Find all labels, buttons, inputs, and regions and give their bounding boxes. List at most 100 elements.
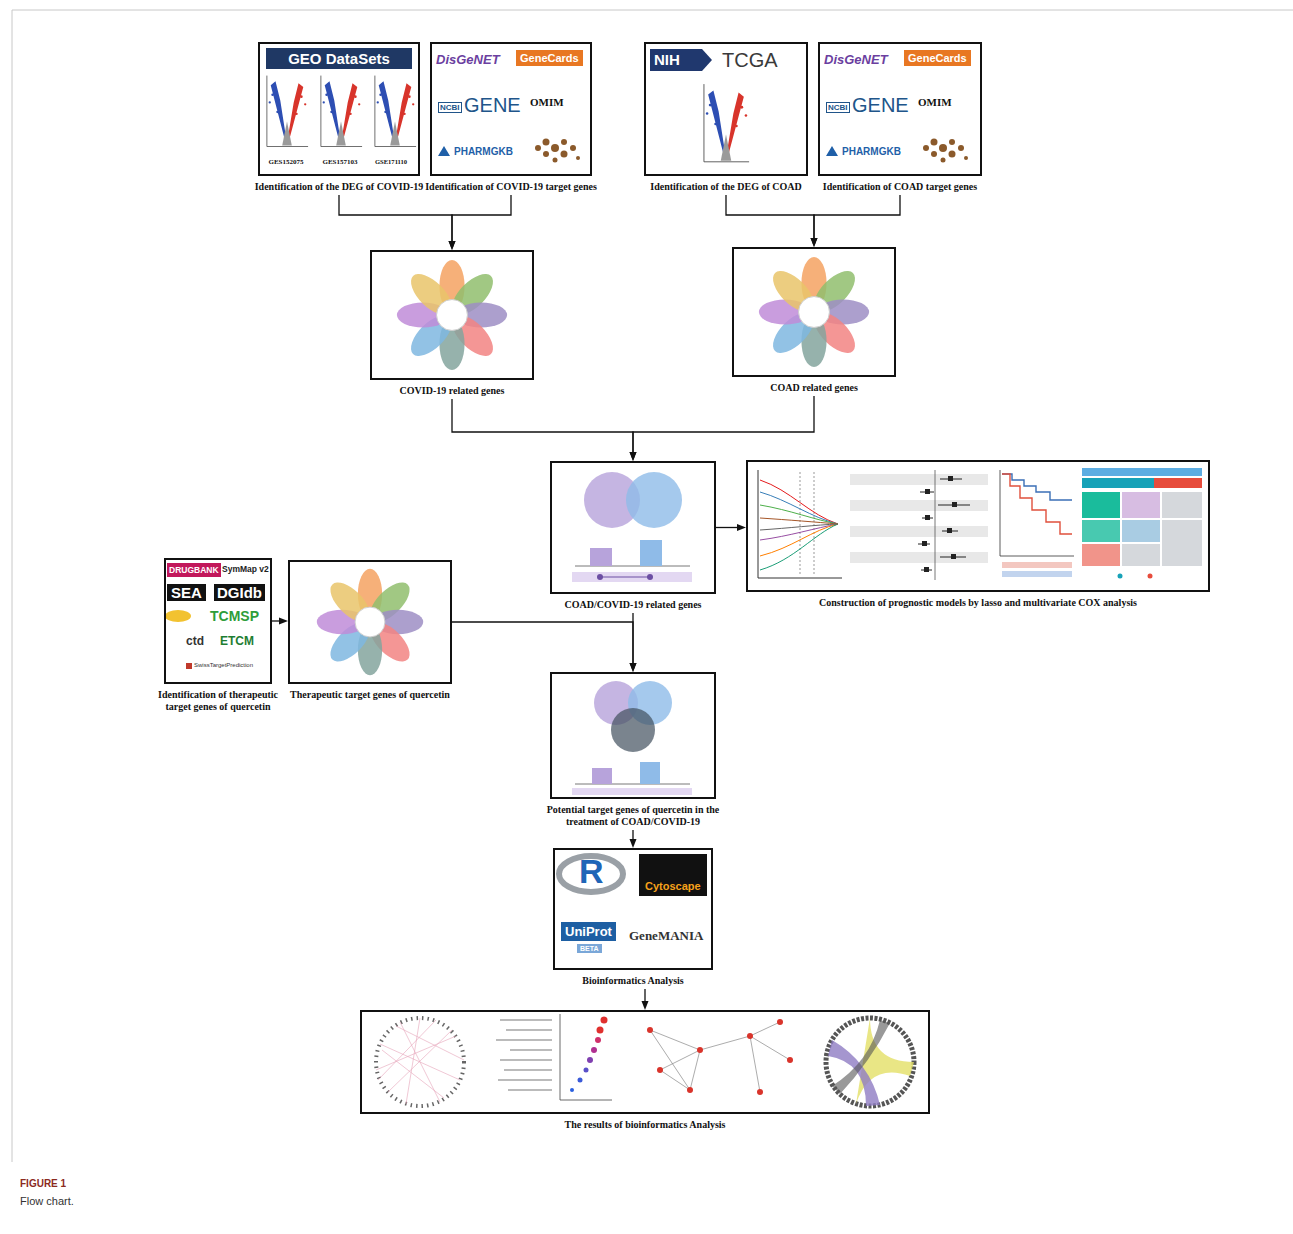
dot-plot <box>560 1100 612 1101</box>
logo-text: PHARMGKB <box>454 146 513 157</box>
dot-plot <box>496 1014 612 1100</box>
box-caption: Therapeutic target genes of quercetin <box>282 689 458 701</box>
ttd-logo-dots <box>923 145 929 151</box>
ttd-logo-dots <box>543 151 549 157</box>
arrow-head <box>630 839 637 848</box>
volcano-plot <box>321 76 362 147</box>
logo-text: GeneCards <box>904 50 971 66</box>
gene-network <box>750 1036 760 1092</box>
patient-table <box>1122 492 1160 518</box>
dataset-id: GSE171110 <box>365 158 417 165</box>
dot-plot <box>597 1027 604 1034</box>
survival-curve <box>1002 562 1072 568</box>
flow-box: Construction of prognostic models by las… <box>746 460 1210 611</box>
box-caption: Identification of the DEG of COAD <box>638 181 814 193</box>
logo-text: UniProt <box>561 922 616 941</box>
circle-network <box>396 1026 464 1060</box>
lasso-plot <box>760 505 838 524</box>
gene-network <box>647 1019 793 1095</box>
patient-table <box>1154 478 1202 488</box>
box-caption: Potential target genes of quercetin in t… <box>544 804 722 828</box>
venn-diagram <box>572 472 692 582</box>
page-rule <box>12 10 13 1162</box>
connector <box>339 195 456 250</box>
forest-plot <box>922 541 927 546</box>
venn-diagram-three <box>572 681 692 795</box>
venn-diagram-three <box>611 708 655 752</box>
logo-text: BETA <box>577 944 602 953</box>
dataset-id: GES157103 <box>314 158 366 166</box>
ttd-logo-dots <box>941 158 946 163</box>
ttd-logo-dots <box>931 151 937 157</box>
connector-line <box>814 195 900 239</box>
connector <box>726 195 818 247</box>
flow-box: COVID-19 related genes <box>370 250 534 399</box>
gene-network <box>700 1036 750 1050</box>
connector <box>630 830 637 848</box>
lasso-plot <box>758 470 842 578</box>
logo-text: GENE <box>464 94 521 117</box>
ttd-logo-dots <box>535 145 541 151</box>
forest-plot <box>850 500 988 511</box>
box-caption: Identification of COAD target genes <box>812 181 988 193</box>
box-outline <box>550 461 716 594</box>
lasso-plot <box>758 470 759 578</box>
survival-curve <box>1000 470 1074 577</box>
lasso-plot <box>760 492 838 524</box>
circle-network <box>376 1018 464 1104</box>
pharmgkb-icon <box>438 146 450 156</box>
box-caption: Identification of therapeutic target gen… <box>158 689 278 713</box>
arrow-head <box>279 618 288 625</box>
flow-box: DRUGBANKSymMap v2SEADGIdbTCMSPctdETCMSwi… <box>164 558 272 715</box>
ttd-logo-dots <box>535 139 968 163</box>
venn-diagram-three <box>572 788 692 795</box>
figure-number: FIGURE 1 <box>20 1178 66 1189</box>
box-outline <box>746 460 1210 592</box>
flower-plot <box>317 569 423 675</box>
gene-network <box>777 1019 783 1025</box>
gene-network <box>650 1022 790 1092</box>
ttd-logo-dots <box>923 139 968 163</box>
patient-table <box>1082 468 1202 579</box>
connector <box>716 524 746 531</box>
venn-diagram <box>572 572 692 582</box>
logo-text: PHARMGKB <box>842 146 901 157</box>
flow-box: COAD/COVID-19 related genes <box>550 461 716 613</box>
dot-plot <box>510 1049 552 1051</box>
box-outline <box>360 1010 930 1114</box>
circle-network <box>388 1030 452 1092</box>
flow-box: GEO DataSetsGES152075GES157103GSE171110I… <box>258 42 420 195</box>
dot-plot <box>570 1088 574 1092</box>
lasso-plot <box>760 480 838 524</box>
nih-logo-shape <box>650 49 712 71</box>
ttd-logo-dots <box>553 158 558 163</box>
connector <box>449 195 512 250</box>
dot-plot <box>595 1037 601 1043</box>
arrow-head <box>630 663 637 672</box>
connector-line <box>339 195 452 242</box>
lasso-plot <box>800 472 801 576</box>
lasso-plot <box>760 518 838 524</box>
ttd-logo-dots <box>949 139 955 145</box>
volcano-plot <box>704 84 749 162</box>
pharmgkb-icon <box>826 146 838 156</box>
patient-table <box>1122 544 1160 566</box>
logo-text: DGIdb <box>214 584 265 601</box>
logo-text: GEO DataSets <box>266 48 412 69</box>
dot-plot <box>560 1014 561 1100</box>
forest-plot <box>951 554 956 559</box>
logo-text: GENE <box>852 94 909 117</box>
gene-network <box>660 1070 690 1090</box>
ttd-logo-dots <box>561 151 568 158</box>
logo-text: GeneCards <box>516 50 583 66</box>
volcano-plot <box>267 76 749 162</box>
dot-plot <box>587 1057 593 1063</box>
survival-curve <box>1002 571 1072 577</box>
dot-plot <box>500 1019 552 1021</box>
patient-table <box>1162 520 1202 566</box>
forest-plot <box>918 479 970 570</box>
connector-line <box>726 195 814 239</box>
connector <box>642 989 649 1010</box>
